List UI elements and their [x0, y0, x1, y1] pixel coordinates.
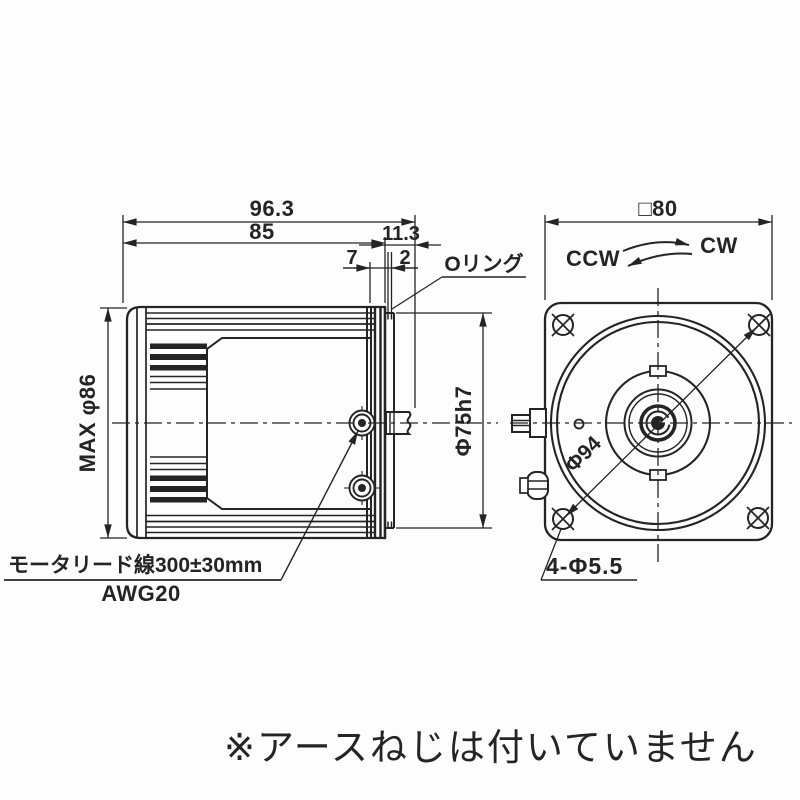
- lead-wire-label: モータリード線300±30mm: [8, 553, 262, 577]
- footnote: ※アースねじは付いていません: [224, 727, 758, 768]
- oring-label: Oリング: [444, 252, 523, 276]
- oring-callout: Oリング: [391, 252, 526, 310]
- terminal-bolt: [511, 408, 547, 438]
- mounting-hole-bottom-right: [746, 506, 770, 530]
- dim-total-length: 96.3: [250, 196, 295, 221]
- dim-flange-thickness: 7: [346, 247, 357, 269]
- screw-hole-targets: [344, 406, 380, 505]
- side-view: 96.3 85 11.3 7 2 MAX φ86 Φ75h7 Oリング モータリ…: [4, 196, 526, 606]
- mounting-hole-top-left: [551, 313, 575, 337]
- max-diameter-label: MAX φ86: [75, 374, 100, 473]
- cw-label: CW: [700, 233, 738, 258]
- dim-oring-groove: 2: [399, 247, 410, 269]
- cable-grommet: [519, 471, 549, 500]
- mounting-holes-leader-line: [540, 528, 562, 581]
- cooling-fin-lines: [150, 375, 207, 471]
- dim-square: □80: [638, 196, 677, 221]
- rotation-direction: CCW CW: [566, 233, 738, 271]
- screw-target-lower: [344, 471, 380, 505]
- oring-leader-line: [391, 276, 443, 310]
- mounting-holes-callout: 4-Φ5.5: [540, 528, 637, 581]
- dim-body-length: 85: [249, 219, 274, 244]
- cooling-fins: [150, 343, 207, 503]
- front-view: Φ94 □80 CCW CW 4-Φ5.5: [510, 196, 792, 581]
- lead-wire-gauge: AWG20: [101, 581, 181, 606]
- lead-wire-leader-line: [280, 430, 359, 581]
- side-dimensions: [100, 215, 492, 539]
- lead-wire-callout: モータリード線300±30mm AWG20: [4, 430, 359, 606]
- pin-hole: [573, 418, 585, 430]
- cw-arrow: [622, 238, 690, 252]
- mounting-holes-label: 4-Φ5.5: [546, 553, 623, 579]
- square-dimension: [544, 215, 773, 300]
- dim-boss-length: 11.3: [382, 223, 420, 245]
- ccw-arrow: [627, 252, 693, 267]
- ccw-label: CCW: [566, 246, 620, 271]
- pilot-diameter-label: Φ75h7: [451, 386, 476, 457]
